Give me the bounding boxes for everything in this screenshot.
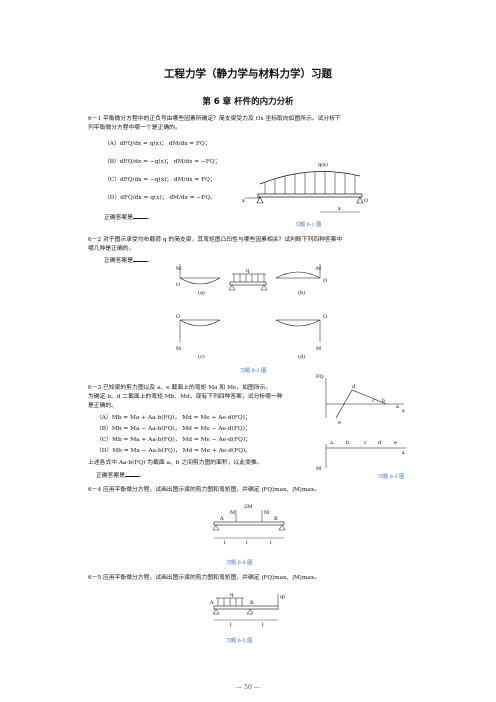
svg-text:O: O bbox=[176, 282, 180, 288]
problem-6-2-line2: 哪几种是正确的。 bbox=[88, 246, 135, 252]
svg-text:M: M bbox=[316, 466, 321, 472]
option-c: （C）dFQ/dx = −q(x)； dM/dx = FQ； bbox=[104, 177, 216, 183]
svg-text:A: A bbox=[209, 600, 214, 606]
problem-number: 6－4 bbox=[88, 487, 102, 493]
svg-text:x: x bbox=[338, 206, 341, 212]
svg-text:l: l bbox=[246, 540, 248, 546]
svg-text:x: x bbox=[402, 408, 405, 414]
svg-text:c: c bbox=[364, 440, 367, 446]
note-6-3: 上述各式中 Aa-b(FQ) 为截面 a、b 之间剪力图的面积，以此类推。 bbox=[88, 460, 263, 466]
svg-text:e: e bbox=[338, 420, 341, 426]
figure-6-4: 2M M M A B l l l 习题 6-4 图 bbox=[212, 504, 286, 566]
option-a: （A）Mb = Ma + Aa-b(FQ)， Md = Me + Ae-d(FQ… bbox=[96, 415, 251, 421]
document-title: 工程力学（静力学与材料力学）习题 bbox=[164, 68, 332, 80]
svg-text:d: d bbox=[352, 384, 356, 390]
answer-blank bbox=[133, 255, 147, 262]
problem-number: 6－1 bbox=[88, 116, 102, 122]
svg-text:q(x): q(x) bbox=[318, 161, 328, 168]
option-a: （A）dFQ/dx = q(x)； dM/dx = FQ； bbox=[104, 141, 211, 147]
option-c: （C）Mb = Ma + Aa-b(FQ)， Md = Me − Ae-d(FQ… bbox=[96, 437, 251, 443]
svg-text:M: M bbox=[176, 266, 181, 272]
svg-text:M: M bbox=[316, 266, 321, 272]
svg-text:O: O bbox=[176, 314, 180, 320]
svg-text:M: M bbox=[264, 510, 269, 516]
figure-6-2: M O (a) q M O (b) O M (c) O M (d) 习题 6-2… bbox=[176, 264, 327, 374]
svg-text:2M: 2M bbox=[244, 504, 252, 510]
svg-text:l: l bbox=[262, 622, 264, 628]
problem-number: 6－5 bbox=[88, 575, 102, 581]
problem-6-3-line1: 6－3 已知梁的剪力图以及 a、e 截面上的弯矩 Ma 和 Me，如图所示。 bbox=[88, 384, 271, 393]
svg-text:c: c bbox=[372, 398, 375, 404]
answer-6-3: 正确答案是。 bbox=[96, 470, 145, 481]
figure-6-5: q ql A B l l 习题 6-5 图 bbox=[209, 592, 285, 644]
svg-text:b: b bbox=[382, 398, 385, 404]
problem-text: 应用平衡微分方程，试画出图示梁的剪力图和弯矩图，并确定 |FQ|max、|M|m… bbox=[103, 487, 320, 493]
svg-text:x: x bbox=[402, 450, 405, 456]
svg-text:d: d bbox=[378, 440, 382, 446]
problem-6-1-line1: 6－1 平衡微分方程中的正负号由哪些因素所确定？简支梁受力及 Ox 坐标取向如图… bbox=[88, 115, 341, 124]
svg-text:M: M bbox=[316, 346, 321, 352]
svg-text:l: l bbox=[230, 622, 232, 628]
sub-b: (b) bbox=[298, 289, 305, 296]
svg-text:FQ: FQ bbox=[316, 374, 324, 380]
problem-text: 对于图示承受均布载荷 q 的简支梁，其弯矩图凸凹性与哪些因素相关？试判断下列四种… bbox=[103, 237, 343, 243]
fig-caption-6-4: 习题 6-4 图 bbox=[226, 560, 252, 566]
svg-text:M: M bbox=[230, 510, 235, 516]
option-d: （D）Mb = Ma − Aa-b(FQ)， Md = Me + Ae-d(FQ… bbox=[96, 448, 252, 454]
fig-caption-6-2: 习题 6-2 图 bbox=[240, 368, 266, 374]
svg-text:O: O bbox=[364, 198, 368, 204]
problem-6-3-line3: 是正确的。 bbox=[88, 403, 117, 409]
chapter-heading: 第 6 章 杆件的内力分析 bbox=[202, 97, 294, 107]
answer-6-1: 正确答案是。 bbox=[104, 212, 153, 223]
svg-text:B: B bbox=[274, 516, 278, 522]
svg-text:q: q bbox=[246, 268, 250, 274]
sub-d: (d) bbox=[298, 353, 305, 360]
answer-label: 正确答案是 bbox=[104, 215, 133, 221]
svg-text:a: a bbox=[396, 404, 399, 410]
problem-6-2-line1: 6－2 对于图示承受均布载荷 q 的简支梁，其弯矩图凸凹性与哪些因素相关？试判断… bbox=[88, 236, 342, 245]
svg-text:l: l bbox=[270, 540, 272, 546]
svg-text:A: A bbox=[219, 516, 224, 522]
svg-text:M: M bbox=[176, 346, 181, 352]
svg-text:ql: ql bbox=[280, 594, 285, 600]
sub-c: (c) bbox=[198, 353, 205, 360]
svg-text:l: l bbox=[224, 540, 226, 546]
answer-label: 正确答案是 bbox=[104, 258, 133, 264]
answer-blank bbox=[133, 212, 147, 219]
fig-caption-6-5: 习题 6-5 图 bbox=[226, 638, 252, 644]
svg-text:e: e bbox=[394, 440, 397, 446]
problem-number: 6－3 bbox=[88, 385, 102, 391]
problem-6-3-line2: 为确定 b、d 二截面上的弯矩 Mb、Md，现有下列四种答案，试分析哪一种 bbox=[88, 394, 283, 400]
svg-text:q: q bbox=[230, 592, 234, 598]
problem-6-5-line: 6－5 应用平衡微分方程，试画出图示梁的剪力图和弯矩图，并确定 |FQ|max、… bbox=[88, 574, 320, 583]
fig-caption-6-1: 习题 6-1 图 bbox=[295, 222, 321, 228]
option-d: （D）dFQ/dx = q(x)； dM/dx = −FQ。 bbox=[104, 195, 216, 201]
problem-6-1-line2: 列平衡微分方程中哪一个是正确的。 bbox=[88, 125, 181, 131]
problem-text: 应用平衡微分方程，试画出图示梁的剪力图和弯矩图，并确定 |FQ|max、|M|m… bbox=[103, 575, 320, 581]
sub-a: (a) bbox=[198, 289, 205, 296]
fig-caption-6-3: 习题 6-3 图 bbox=[378, 474, 404, 480]
option-b: （B）dFQ/dx = −q(x)； dM/dx = −FQ； bbox=[104, 159, 221, 165]
answer-label: 正确答案是 bbox=[96, 473, 125, 479]
svg-text:O: O bbox=[323, 278, 327, 284]
answer-6-2: 正确答案是。 bbox=[104, 255, 153, 266]
problem-text: 平衡微分方程中的正负号由哪些因素所确定？简支梁受力及 Ox 坐标取向如图所示。试… bbox=[103, 116, 341, 122]
svg-text:b: b bbox=[346, 440, 349, 446]
problem-6-4-line: 6－4 应用平衡微分方程，试画出图示梁的剪力图和弯矩图，并确定 |FQ|max、… bbox=[88, 486, 320, 495]
svg-text:x: x bbox=[242, 198, 245, 204]
problem-number: 6－2 bbox=[88, 237, 102, 243]
option-b: （B）Mb = Ma − Aa-b(FQ)， Md = Me − Ae-d(FQ… bbox=[96, 426, 251, 432]
svg-text:a: a bbox=[330, 440, 333, 446]
svg-text:B: B bbox=[250, 600, 254, 606]
page-number: — 50 — bbox=[236, 684, 260, 691]
problem-text: 已知梁的剪力图以及 a、e 截面上的弯矩 Ma 和 Me，如图所示。 bbox=[103, 385, 272, 391]
figure-6-1: x O q(x) x 习题 6-1 图 bbox=[242, 161, 368, 228]
answer-blank bbox=[125, 470, 139, 477]
svg-text:O: O bbox=[323, 314, 327, 320]
